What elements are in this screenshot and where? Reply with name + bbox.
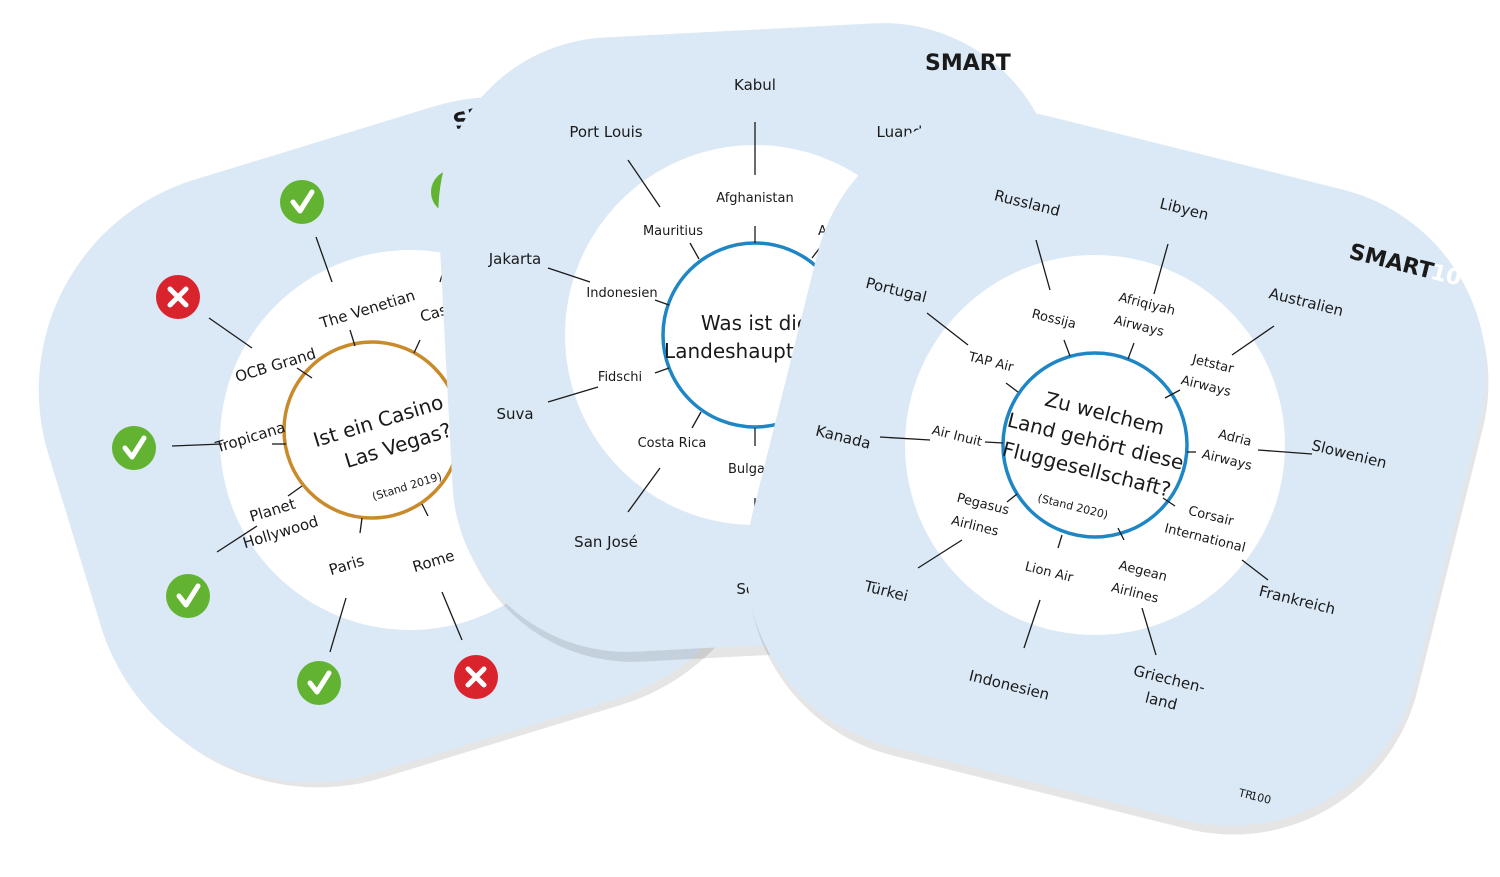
card-middle-logo: SMART 10 [925, 51, 1041, 76]
answer-costa-rica: Costa Rica [638, 436, 707, 451]
card-middle-question-line1: Was ist die [701, 311, 809, 335]
answer-afghanistan: Afghanistan [716, 191, 793, 206]
check-icon [280, 180, 324, 224]
card-right-question-ring [1001, 351, 1189, 539]
cross-icon [454, 655, 498, 699]
solution-suva: Suva [496, 405, 533, 423]
solution-port-louis: Port Louis [569, 123, 642, 141]
svg-text:TR: TR [1236, 786, 1254, 802]
solution-kabul: Kabul [734, 76, 776, 94]
solution-san-jose: San José [574, 533, 638, 551]
check-icon [112, 426, 156, 470]
cross-icon [156, 275, 200, 319]
card-right-code: TR 100 [1236, 786, 1272, 807]
card-middle-question-line2: Landeshauptst [664, 339, 812, 363]
answer-indonesien-middle: Indonesien [586, 286, 657, 301]
check-icon [166, 574, 210, 618]
card-right-spokes [879, 239, 1313, 656]
solution-jakarta: Jakarta [488, 250, 541, 268]
answer-fidschi: Fidschi [598, 370, 642, 385]
answer-mauritius: Mauritius [643, 224, 703, 239]
svg-text:100: 100 [1249, 789, 1273, 807]
svg-text:10: 10 [1010, 51, 1041, 76]
check-icon [297, 661, 341, 705]
svg-text:SMART: SMART [925, 51, 1011, 76]
answer-bulgarien: Bulga [728, 462, 765, 477]
